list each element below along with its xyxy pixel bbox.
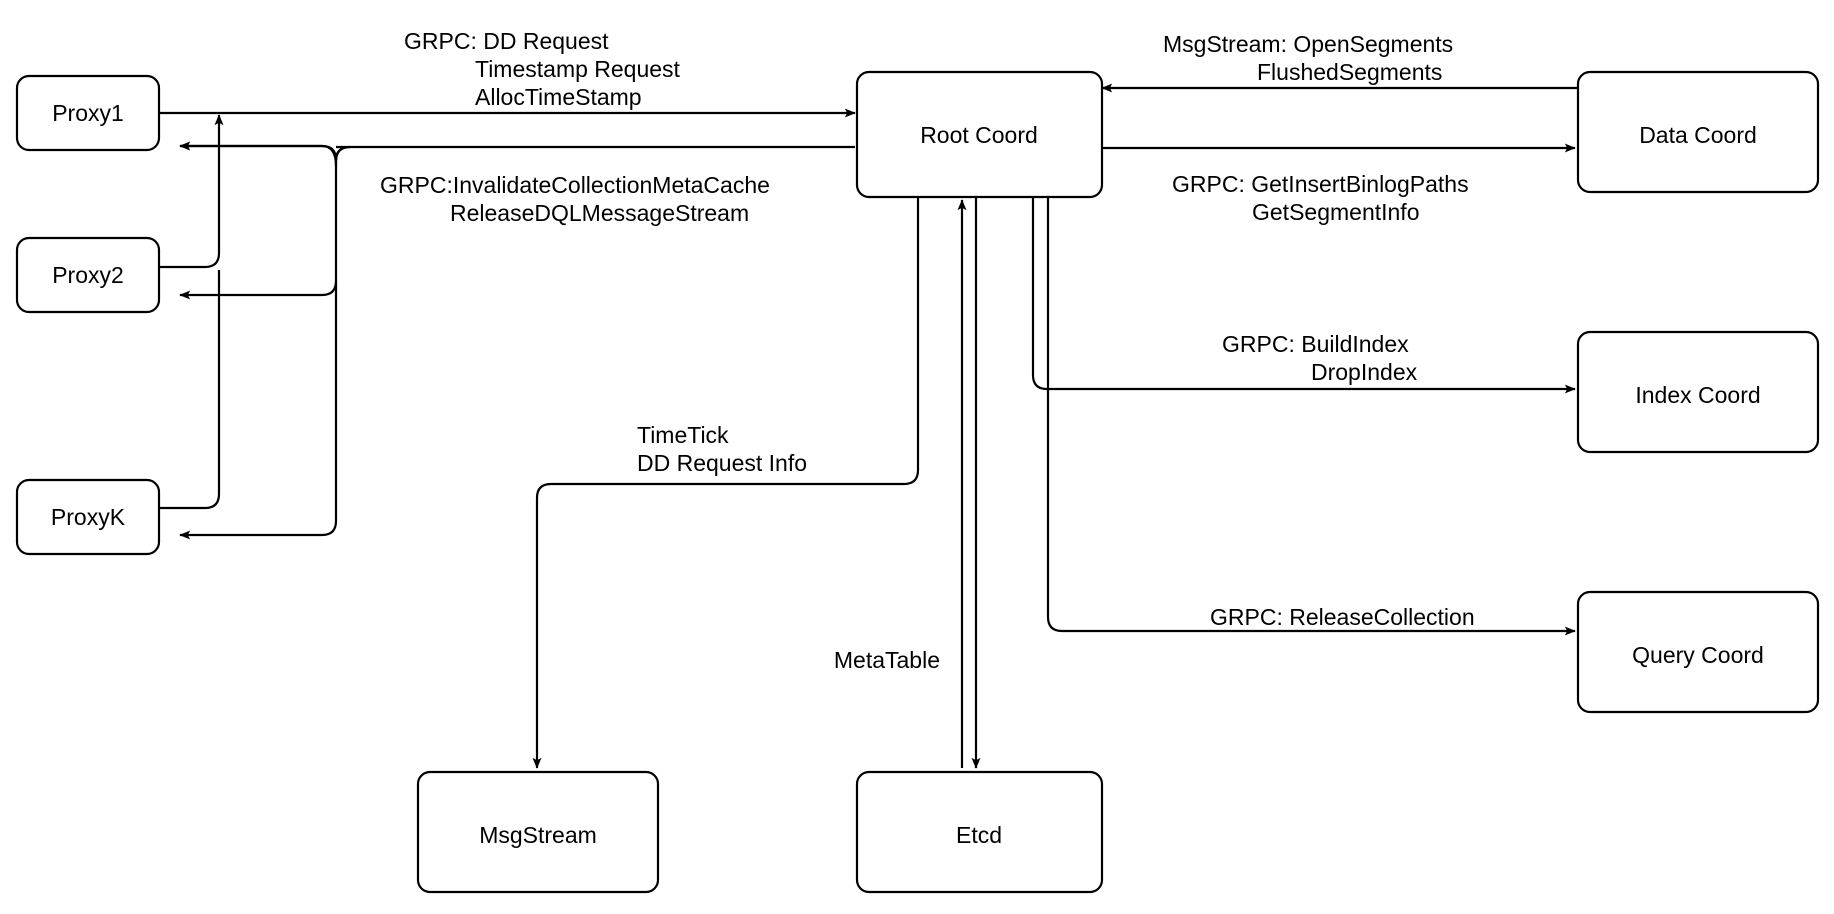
edge-label-rootcoord-to-proxy: GRPC:InvalidateCollectionMetaCache Relea… bbox=[380, 172, 770, 226]
node-proxyk-label: ProxyK bbox=[51, 504, 126, 530]
node-rootcoord[interactable]: Root Coord bbox=[855, 70, 1104, 199]
node-datacoord-label: Data Coord bbox=[1639, 122, 1757, 148]
edge-label-datacoord-to-rootcoord-line2: FlushedSegments bbox=[1257, 59, 1442, 85]
node-msgstream[interactable]: MsgStream bbox=[416, 770, 660, 894]
node-querycoord-box[interactable] bbox=[1576, 590, 1820, 714]
edge-bus-to-proxy1 bbox=[179, 141, 352, 168]
edge-label-rootcoord-to-msgstream: TimeTick DD Request Info bbox=[637, 422, 807, 476]
node-proxy1-label: Proxy1 bbox=[52, 100, 124, 126]
edge-label-rootcoord-to-indexcoord: GRPC: BuildIndex DropIndex bbox=[1222, 331, 1418, 385]
edge-label-rootcoord-to-datacoord: GRPC: GetInsertBinlogPaths GetSegmentInf… bbox=[1172, 171, 1469, 225]
node-indexcoord[interactable]: Index Coord bbox=[1576, 330, 1820, 454]
edge-label-datacoord-to-rootcoord-line1: MsgStream: OpenSegments bbox=[1163, 31, 1453, 57]
edge-label-proxy-to-rootcoord-line2: Timestamp Request bbox=[475, 56, 681, 82]
edge-label-rootcoord-to-datacoord-line1: GRPC: GetInsertBinlogPaths bbox=[1172, 171, 1469, 197]
node-proxy1-box[interactable] bbox=[15, 74, 161, 152]
edge-label-proxy-to-rootcoord-line1: GRPC: DD Request bbox=[404, 28, 609, 54]
node-msgstream-box[interactable] bbox=[416, 770, 660, 894]
node-indexcoord-label: Index Coord bbox=[1635, 382, 1760, 408]
edge-proxy2-to-trunk bbox=[157, 114, 224, 269]
edge-label-rootcoord-to-proxy-line2: ReleaseDQLMessageStream bbox=[450, 200, 749, 226]
node-rootcoord-label: Root Coord bbox=[920, 122, 1038, 148]
edge-label-rootcoord-to-proxy-line1: GRPC:InvalidateCollectionMetaCache bbox=[380, 172, 770, 198]
node-indexcoord-box[interactable] bbox=[1576, 330, 1820, 454]
edge-bus-branch-proxy1 bbox=[179, 141, 338, 161]
edge-label-rootcoord-to-querycoord: GRPC: ReleaseCollection bbox=[1210, 604, 1475, 630]
edge-label-rootcoord-to-indexcoord-line2: DropIndex bbox=[1311, 359, 1418, 385]
edge-label-rootcoord-to-etcd: MetaTable bbox=[834, 647, 940, 673]
edge-rootcoord-to-querycoord bbox=[1046, 197, 1576, 636]
node-proxy1[interactable]: Proxy1 bbox=[15, 74, 161, 152]
edge-rootcoord-to-msgstream bbox=[532, 197, 920, 769]
edge-label-datacoord-to-rootcoord: MsgStream: OpenSegments FlushedSegments bbox=[1163, 31, 1453, 85]
node-querycoord[interactable]: Query Coord bbox=[1576, 590, 1820, 714]
edge-rootcoord-to-indexcoord bbox=[1031, 197, 1576, 394]
edge-proxyk-to-trunk bbox=[157, 270, 221, 510]
node-datacoord[interactable]: Data Coord bbox=[1576, 70, 1820, 194]
edge-label-rootcoord-to-msgstream-line1: TimeTick bbox=[637, 422, 729, 448]
node-datacoord-box[interactable] bbox=[1576, 70, 1820, 194]
node-querycoord-label: Query Coord bbox=[1632, 642, 1764, 668]
edge-label-proxy-to-rootcoord: GRPC: DD Request Timestamp Request Alloc… bbox=[404, 28, 681, 110]
node-proxy2-box[interactable] bbox=[15, 236, 161, 314]
node-rootcoord-box[interactable] bbox=[855, 70, 1104, 199]
node-etcd-label: Etcd bbox=[956, 822, 1002, 848]
edge-bus-branch-proxy2 bbox=[179, 280, 338, 300]
node-proxy2-label: Proxy2 bbox=[52, 262, 124, 288]
node-msgstream-label: MsgStream bbox=[479, 822, 597, 848]
node-proxyk-box[interactable] bbox=[15, 478, 161, 556]
node-proxy2[interactable]: Proxy2 bbox=[15, 236, 161, 314]
node-etcd-box[interactable] bbox=[855, 770, 1104, 894]
edge-label-rootcoord-to-indexcoord-line1: GRPC: BuildIndex bbox=[1222, 331, 1409, 357]
edge-label-rootcoord-to-msgstream-line2: DD Request Info bbox=[637, 450, 807, 476]
node-etcd[interactable]: Etcd bbox=[855, 770, 1104, 894]
node-proxyk[interactable]: ProxyK bbox=[15, 478, 161, 556]
edge-label-proxy-to-rootcoord-line3: AllocTimeStamp bbox=[475, 84, 642, 110]
edge-label-rootcoord-to-querycoord-line1: GRPC: ReleaseCollection bbox=[1210, 604, 1475, 630]
edge-label-rootcoord-to-datacoord-line2: GetSegmentInfo bbox=[1252, 199, 1420, 225]
edge-label-rootcoord-to-etcd-line1: MetaTable bbox=[834, 647, 940, 673]
